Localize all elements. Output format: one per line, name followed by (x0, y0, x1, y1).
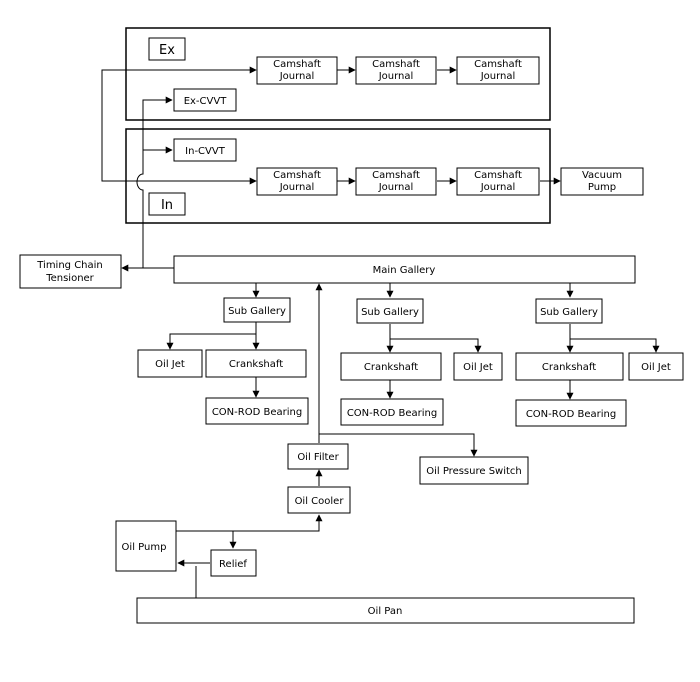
svg-text:In: In (161, 198, 173, 213)
component-labels: Camshaft Journal Camshaft Journal Camsha… (36, 59, 671, 617)
oil-jet-2-box (453, 352, 503, 381)
timing-chain-label-l2: Tensioner (45, 273, 94, 284)
oil-jet-1-box (137, 349, 203, 378)
relief-label: Relief (219, 559, 247, 570)
flow-sub1-to-oiljet (166, 322, 257, 350)
crankshaft-2-box (340, 352, 442, 381)
sub-gallery-1-box (223, 297, 291, 323)
vacuum-pump-box (560, 167, 644, 196)
oil-pump-box (115, 520, 177, 572)
exhaust-bank-frame (125, 27, 551, 121)
conrod-3-label: CON-ROD Bearing (526, 409, 616, 420)
svg-text:Ex: Ex (159, 43, 175, 58)
ex-cam1-label-l1: Camshaft (273, 59, 321, 70)
flow-to-pressure-switch (319, 433, 478, 457)
conrod-2-label: CON-ROD Bearing (347, 408, 437, 419)
oil-filter-box (287, 443, 349, 470)
ex-cvvt-box (173, 88, 237, 112)
flow-sub2-to-oiljet (389, 324, 482, 353)
ex-cvvt-label: Ex-CVVT (184, 96, 228, 107)
in-camshaft-journal-1 (256, 167, 338, 196)
oil-pressure-switch-box (419, 456, 529, 485)
oil-filter-label: Oil Filter (297, 452, 339, 463)
oil-jet-1-label: Oil Jet (155, 359, 185, 370)
in-cam1-label-l1: Camshaft (273, 170, 321, 181)
ex-cam3-label-l1: Camshaft (474, 59, 522, 70)
in-cam1-label-l2: Journal (279, 182, 315, 193)
timing-chain-label-l1: Timing Chain (36, 260, 103, 271)
oil-cooler-box (287, 486, 351, 514)
in-cam3-label-l2: Journal (480, 182, 516, 193)
main-gallery-label: Main Gallery (373, 265, 436, 276)
ex-cam1-label-l2: Journal (279, 71, 315, 82)
sub-gallery-2-label: Sub Gallery (361, 307, 419, 318)
flow-lines (101, 66, 660, 598)
conrod-1-label: CON-ROD Bearing (212, 407, 302, 418)
oil-pump-label: Oil Pump (122, 542, 167, 553)
oil-pan-label: Oil Pan (368, 606, 403, 617)
sub-gallery-3-label: Sub Gallery (540, 307, 598, 318)
sub-gallery-2-box (356, 298, 424, 324)
ex-camshaft-journal-1 (256, 56, 338, 85)
component-boxes (19, 56, 684, 624)
flow-pump-to-cooler (176, 514, 323, 532)
vacuum-pump-label-l2: Pump (588, 182, 616, 193)
flow-sub3-to-oiljet (569, 324, 660, 353)
flow-riser-to-ex-cvvt (136, 96, 174, 269)
intake-bank-label: In (148, 192, 186, 216)
in-cam2-label-l2: Journal (378, 182, 414, 193)
conrod-bearing-2-box (340, 398, 444, 426)
conrod-bearing-3-box (515, 399, 627, 427)
in-camshaft-journal-3 (456, 167, 540, 196)
conrod-bearing-1-box (205, 397, 309, 425)
crankshaft-3-box (515, 352, 624, 381)
sub-gallery-3-box (535, 298, 603, 324)
crankshaft-1-box (205, 349, 307, 378)
crankshaft-1-label: Crankshaft (229, 359, 283, 370)
crankshaft-2-label: Crankshaft (364, 362, 418, 373)
oil-pan-box (136, 597, 635, 624)
main-gallery-box (173, 255, 636, 284)
in-cam2-label-l1: Camshaft (372, 170, 420, 181)
oil-pressure-switch-label: Oil Pressure Switch (426, 466, 522, 477)
ex-camshaft-journal-2 (355, 56, 437, 85)
in-camshaft-journal-2 (355, 167, 437, 196)
timing-chain-tensioner-box (19, 254, 122, 289)
sub-gallery-1-label: Sub Gallery (228, 306, 286, 317)
exhaust-bank-label: Ex (148, 37, 186, 61)
oil-jet-3-box (628, 352, 684, 381)
oil-cooler-label: Oil Cooler (295, 496, 345, 507)
flow-loop-to-ex-cam1 (101, 66, 257, 182)
ex-cam2-label-l2: Journal (378, 71, 414, 82)
in-cam3-label-l1: Camshaft (474, 170, 522, 181)
relief-box (210, 549, 257, 577)
intake-bank-frame (125, 128, 551, 224)
in-cvvt-box (173, 138, 237, 162)
ex-camshaft-journal-3 (456, 56, 540, 85)
crankshaft-3-label: Crankshaft (542, 362, 596, 373)
ex-cam3-label-l2: Journal (480, 71, 516, 82)
oil-jet-3-label: Oil Jet (641, 362, 671, 373)
vacuum-pump-label-l1: Vacuum (582, 170, 622, 181)
oil-jet-2-label: Oil Jet (463, 362, 493, 373)
in-cvvt-label: In-CVVT (185, 146, 226, 157)
ex-cam2-label-l1: Camshaft (372, 59, 420, 70)
